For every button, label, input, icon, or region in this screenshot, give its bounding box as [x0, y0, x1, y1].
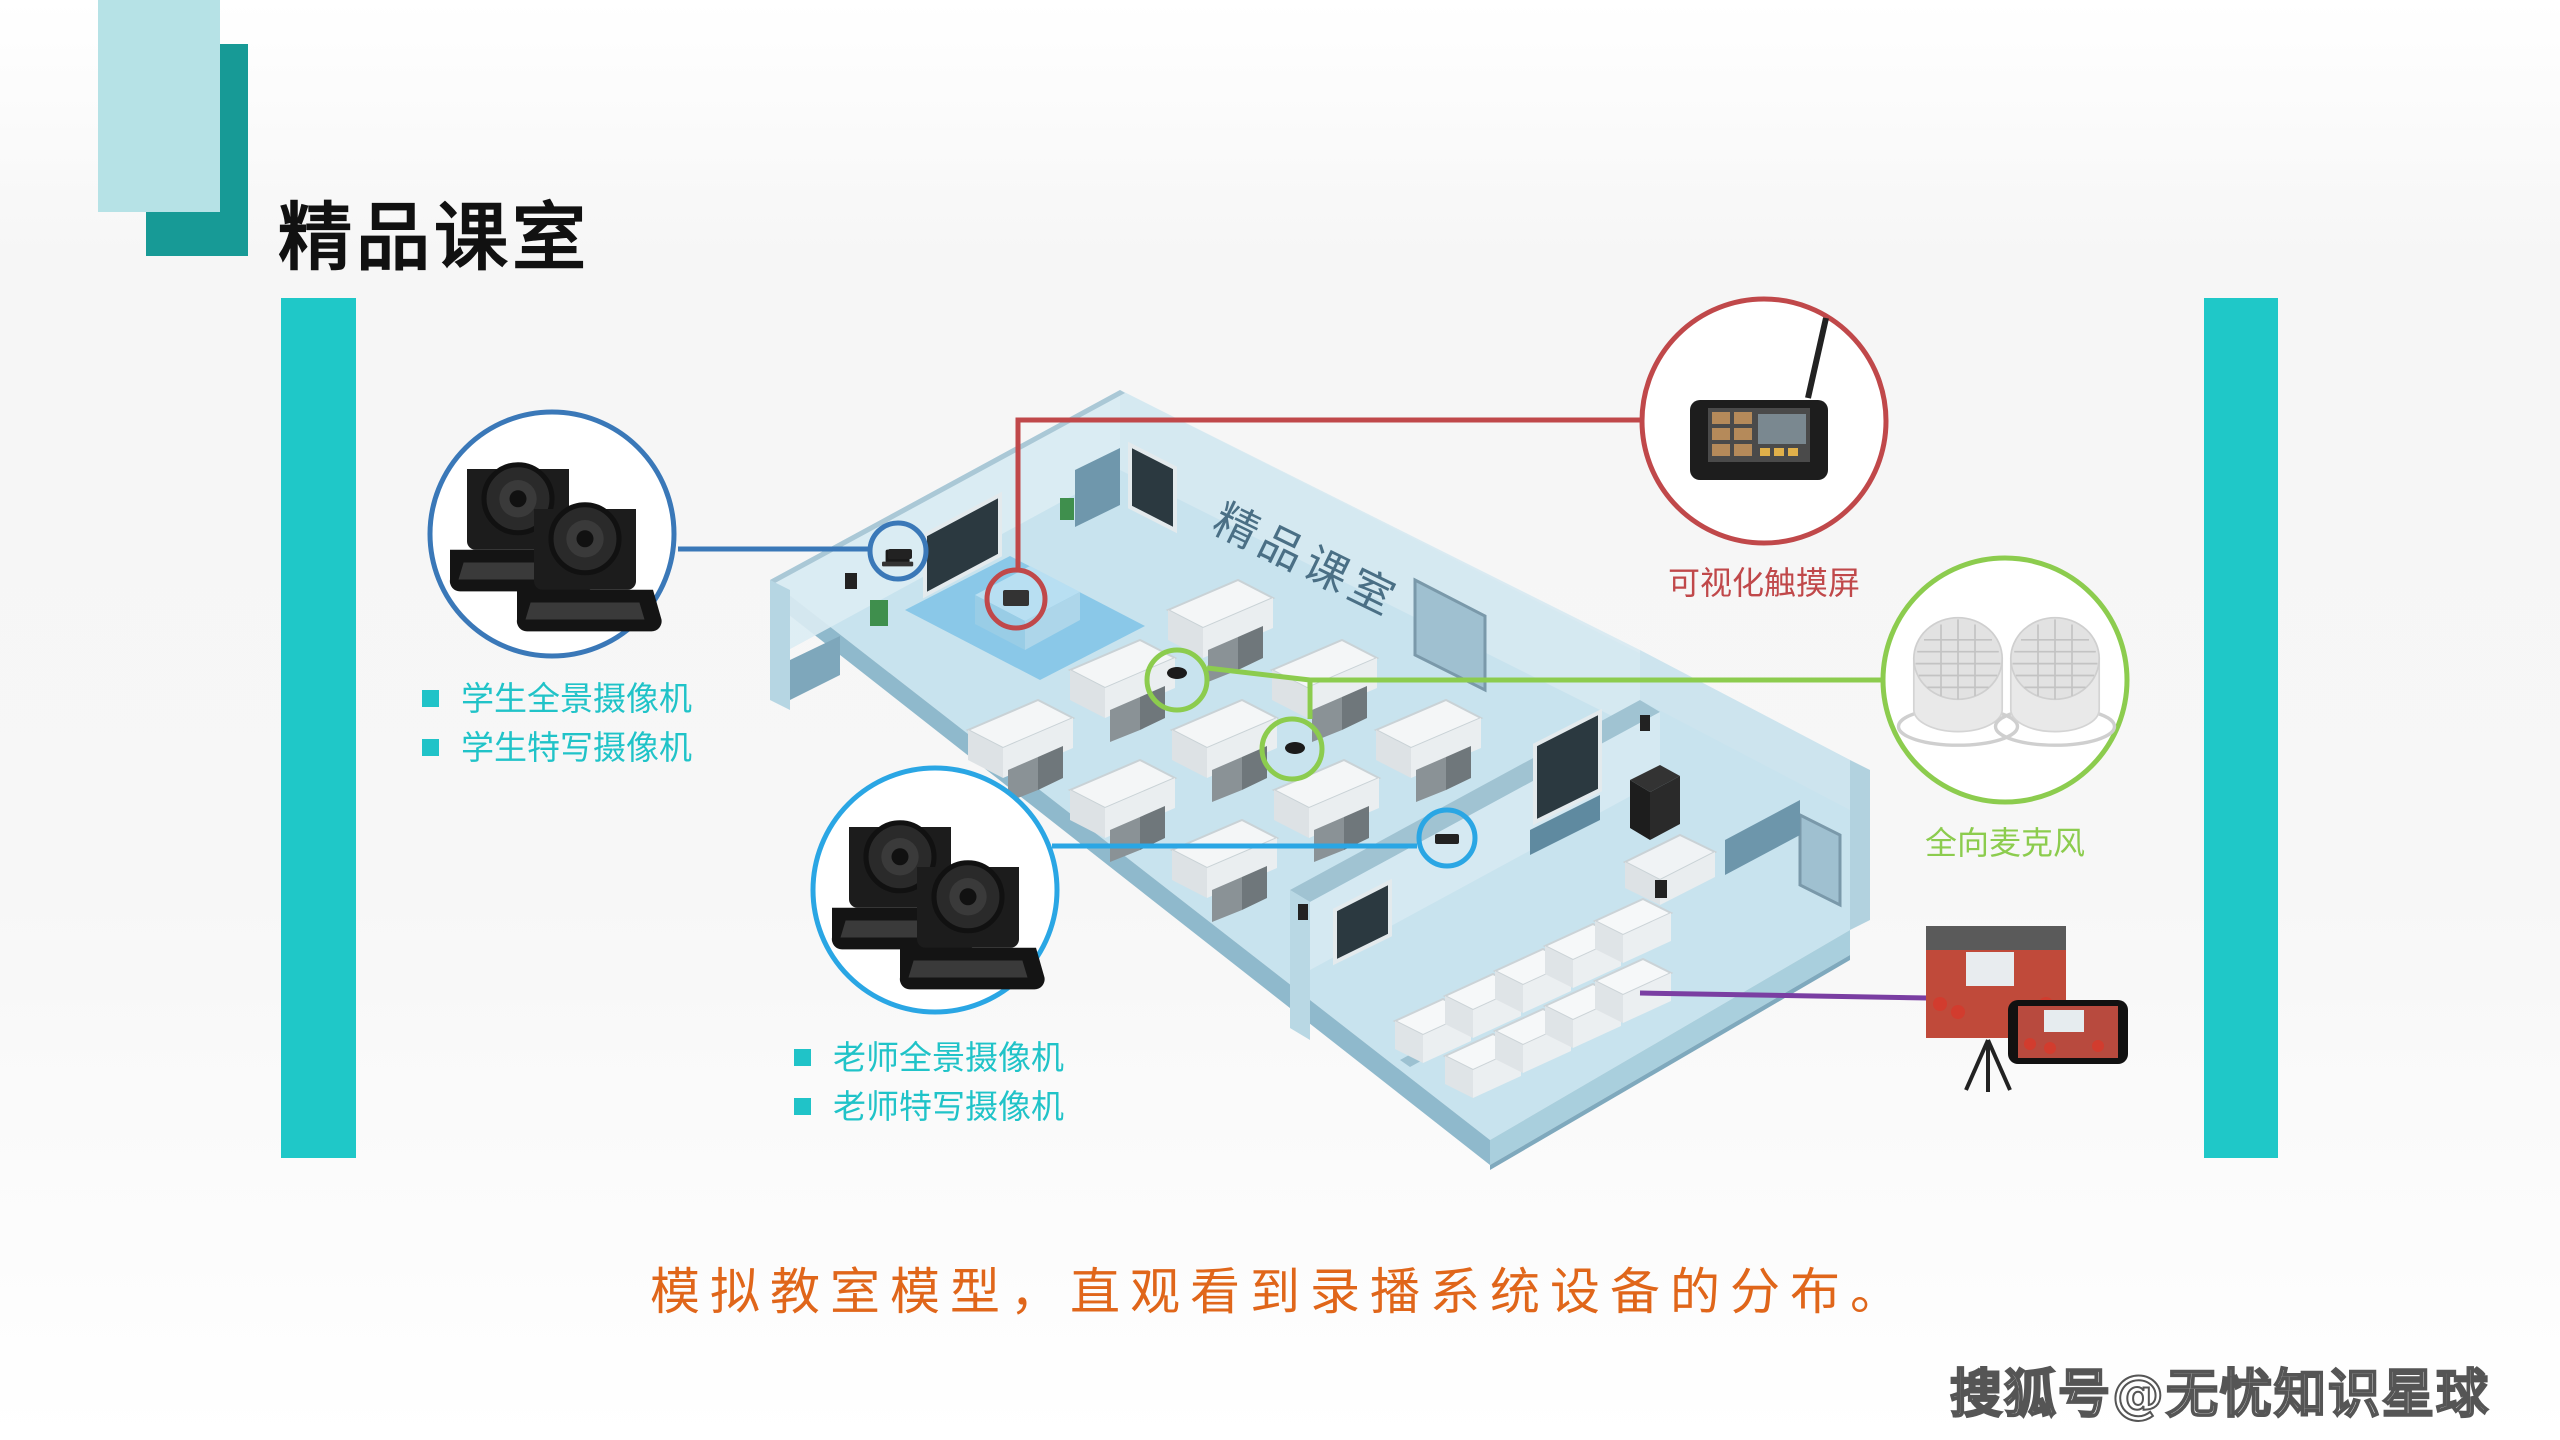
student-camera-list: 学生全景摄像机 学生特写摄像机: [422, 674, 692, 772]
caption: 模拟教室模型，直观看到录播系统设备的分布。: [650, 1263, 1910, 1321]
watermark: 搜狐号@无忧知识星球: [1949, 1364, 2490, 1426]
bullet-square-icon: [794, 1049, 811, 1066]
bullet-square-icon: [422, 690, 439, 707]
list-item: 老师全景摄像机: [794, 1033, 1064, 1082]
header-deco-light-block: [98, 0, 220, 212]
bullet-square-icon: [422, 739, 439, 756]
touchscreen-label: 可视化触摸屏: [1667, 564, 1860, 602]
microphone-label: 全向麦克风: [1924, 824, 2085, 862]
list-item: 学生特写摄像机: [422, 723, 692, 772]
right-teal-bar: [2204, 298, 2278, 1158]
page-title: 精品课室: [278, 195, 590, 281]
bullet-square-icon: [794, 1098, 811, 1115]
list-item: 老师特写摄像机: [794, 1082, 1064, 1131]
teacher-camera-list: 老师全景摄像机 老师特写摄像机: [794, 1033, 1064, 1131]
list-item: 学生全景摄像机: [422, 674, 692, 723]
left-teal-bar: [281, 298, 356, 1158]
